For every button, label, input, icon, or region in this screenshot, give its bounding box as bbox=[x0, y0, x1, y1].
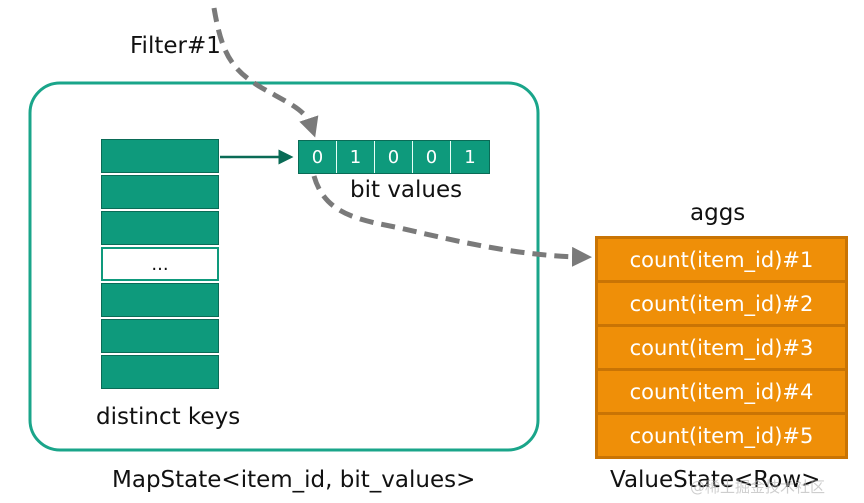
valuestate-label: ValueState<Row> bbox=[610, 467, 821, 493]
bit-cell: 0 bbox=[375, 141, 413, 173]
bit-cell: 1 bbox=[337, 141, 375, 173]
watermark: @稀土掘金技术社区 bbox=[690, 478, 826, 496]
key-cell bbox=[101, 139, 219, 173]
mapstate-label: MapState<item_id, bit_values> bbox=[112, 467, 476, 493]
agg-row: count(item_id)#1 bbox=[598, 239, 845, 283]
mapstate-container bbox=[28, 81, 540, 452]
distinct-keys-column: ... bbox=[101, 139, 219, 391]
key-cell bbox=[101, 283, 219, 317]
bits-to-aggs-dashed-arrow bbox=[311, 175, 592, 267]
filter-dashed-arrow bbox=[211, 7, 319, 138]
aggs-table: count(item_id)#1 count(item_id)#2 count(… bbox=[595, 236, 848, 459]
key-cell-ellipsis: ... bbox=[101, 247, 219, 281]
distinct-keys-label: distinct keys bbox=[96, 404, 241, 430]
key-cell bbox=[101, 211, 219, 245]
agg-row: count(item_id)#3 bbox=[598, 327, 845, 371]
aggs-label: aggs bbox=[690, 200, 746, 226]
key-cell bbox=[101, 175, 219, 209]
key-cell bbox=[101, 319, 219, 353]
agg-row: count(item_id)#2 bbox=[598, 283, 845, 327]
bit-cell: 0 bbox=[299, 141, 337, 173]
agg-row: count(item_id)#5 bbox=[598, 415, 845, 456]
bit-values-label: bit values bbox=[350, 177, 463, 203]
bit-cell: 0 bbox=[413, 141, 451, 173]
bit-cell: 1 bbox=[451, 141, 489, 173]
agg-row: count(item_id)#4 bbox=[598, 371, 845, 415]
key-cell bbox=[101, 355, 219, 389]
filter-label: Filter#1 bbox=[130, 33, 221, 59]
bit-array: 0 1 0 0 1 bbox=[298, 140, 490, 174]
